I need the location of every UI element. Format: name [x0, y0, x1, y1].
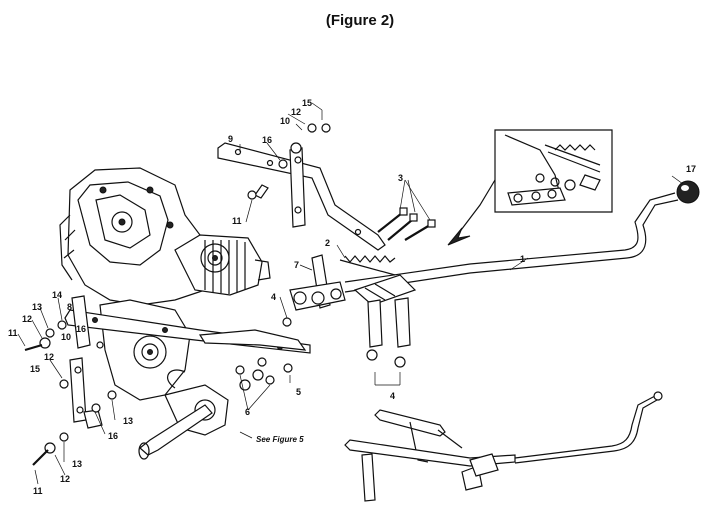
- shift-rod-1: [344, 180, 700, 293]
- callout-15-top: 15: [302, 98, 312, 108]
- center-linkage: [289, 254, 417, 348]
- see-figure-note: See Figure 5: [256, 435, 304, 444]
- callout-8: 8: [67, 302, 72, 312]
- callout-16-top: 16: [262, 135, 272, 145]
- callout-10-top: 10: [280, 116, 290, 126]
- callout-12-left: 12: [22, 314, 32, 324]
- callout-13-bottom: 13: [72, 459, 82, 469]
- callout-10-left: 10: [61, 332, 71, 342]
- bolts-3: [377, 207, 436, 241]
- callout-16-left: 16: [76, 324, 86, 334]
- callout-13-right: 13: [123, 416, 133, 426]
- callout-13-left: 13: [32, 302, 42, 312]
- callout-17: 17: [686, 164, 696, 174]
- callout-9: 9: [228, 134, 233, 144]
- callout-12-mid: 12: [44, 352, 54, 362]
- callout-12-top: 12: [291, 107, 301, 117]
- callout-5: 5: [296, 387, 301, 397]
- engine-housing: [59, 167, 271, 306]
- callout-7: 7: [294, 260, 299, 270]
- assembly-view: [344, 391, 663, 502]
- inset-detail: [447, 129, 613, 246]
- callout-11-top: 11: [232, 216, 242, 226]
- callout-2: 2: [325, 238, 330, 248]
- left-side-plates: [69, 295, 103, 429]
- callout-15-left: 15: [30, 364, 40, 374]
- callout-4-lower: 4: [390, 391, 395, 401]
- callouts: 9 16 10 12 15 11 3 17 1 2 7 4 4 5 6 13 1…: [8, 98, 696, 496]
- callout-3: 3: [398, 173, 403, 183]
- frame-crossbar: [64, 309, 311, 354]
- bracket-9: [217, 123, 386, 251]
- callout-12-bottom: 12: [60, 474, 70, 484]
- callout-14: 14: [52, 290, 62, 300]
- hardware: [24, 190, 406, 466]
- callout-11-bottom: 11: [33, 486, 43, 496]
- callout-11-left: 11: [8, 328, 18, 338]
- figure-title: (Figure 2): [325, 12, 395, 29]
- callout-1: 1: [520, 254, 525, 264]
- callout-6: 6: [245, 407, 250, 417]
- callout-16-bottom: 16: [108, 431, 118, 441]
- callout-4-upper: 4: [271, 292, 276, 302]
